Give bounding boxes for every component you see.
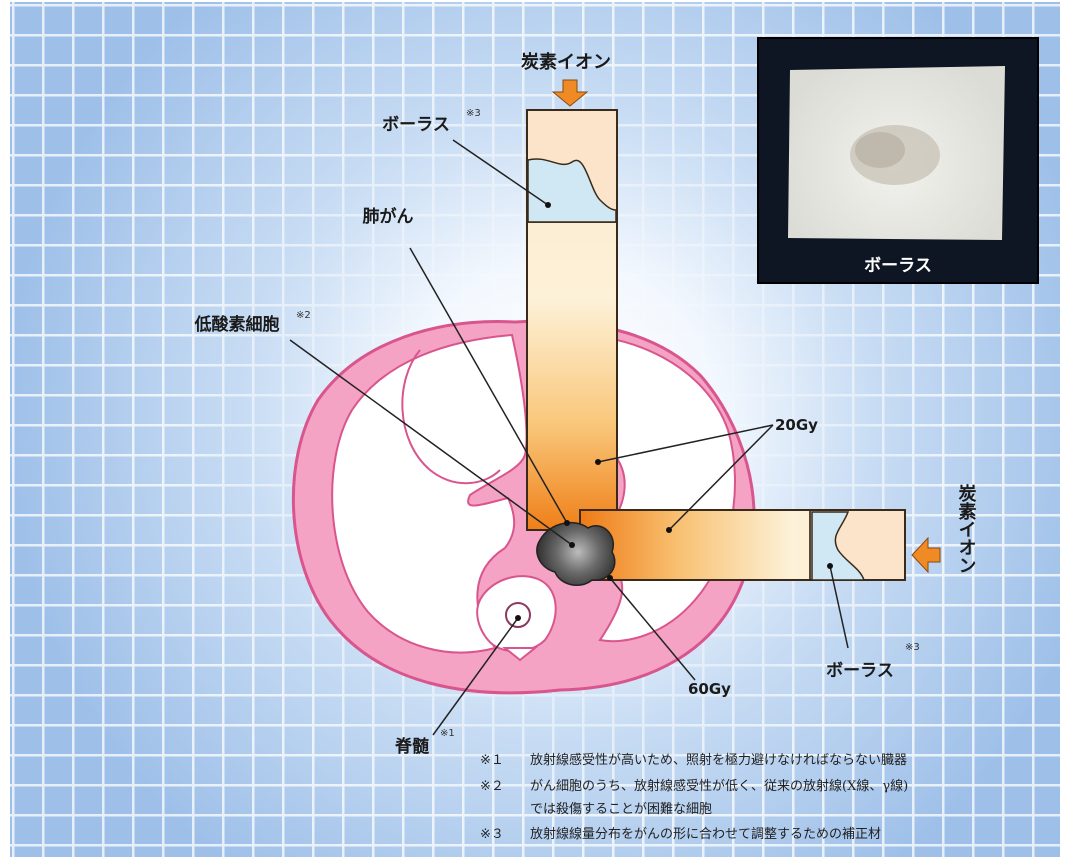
hypoxic-cells-mark: ※2 — [296, 310, 311, 321]
dose-20-label: 20Gy — [775, 416, 818, 434]
porous-right-mark: ※3 — [905, 642, 920, 653]
hypoxic-cells-label: 低酸素細胞 — [194, 314, 280, 335]
arrow-right — [911, 536, 941, 574]
carbon-ion-right-label: 炭素イオン — [956, 483, 977, 574]
porous-photo: ボーラス — [757, 37, 1039, 284]
horizontal-beam — [579, 509, 906, 581]
porous-right-label: ボーラス — [826, 661, 894, 681]
leader-lines — [289, 139, 849, 736]
spinal-cord-label: 脊髄 — [394, 736, 430, 757]
note-1-text: 放射線感受性が高いため、照射を極力避けなければならない臓器 — [530, 752, 907, 768]
spinal-cord-mark: ※1 — [440, 728, 455, 739]
note-2-text: がん細胞のうち、放射線感受性が低く、従来の放射線(X線、γ線) — [530, 778, 908, 794]
note-2-mark: ※２ — [480, 779, 504, 794]
note-3-text: 放射線線量分布をがんの形に合わせて調整するための補正材 — [530, 826, 881, 842]
lung-cancer-label: 肺がん — [363, 206, 414, 227]
arrow-top — [551, 79, 589, 107]
chest-cross-section — [291, 319, 756, 695]
footnotes: ※１ 放射線感受性が高いため、照射を極力避けなければならない臓器 ※２ がん細胞… — [480, 752, 908, 842]
porous-top-label: ボーラス — [382, 115, 450, 135]
carbon-ion-top-label: 炭素イオン — [521, 51, 611, 73]
dose-60-label: 60Gy — [688, 680, 731, 698]
vertical-beam — [526, 109, 618, 531]
note-2-continued: では殺傷することが困難な細胞 — [530, 802, 712, 817]
porous-top-mark: ※3 — [466, 108, 481, 119]
lung-cancer-tumor — [536, 521, 616, 587]
bolus-right-shape — [811, 511, 866, 581]
note-1-mark: ※１ — [480, 753, 504, 768]
note-3-mark: ※３ — [480, 827, 504, 842]
leader-dots — [515, 202, 833, 621]
photo-caption: ボーラス — [864, 256, 932, 276]
